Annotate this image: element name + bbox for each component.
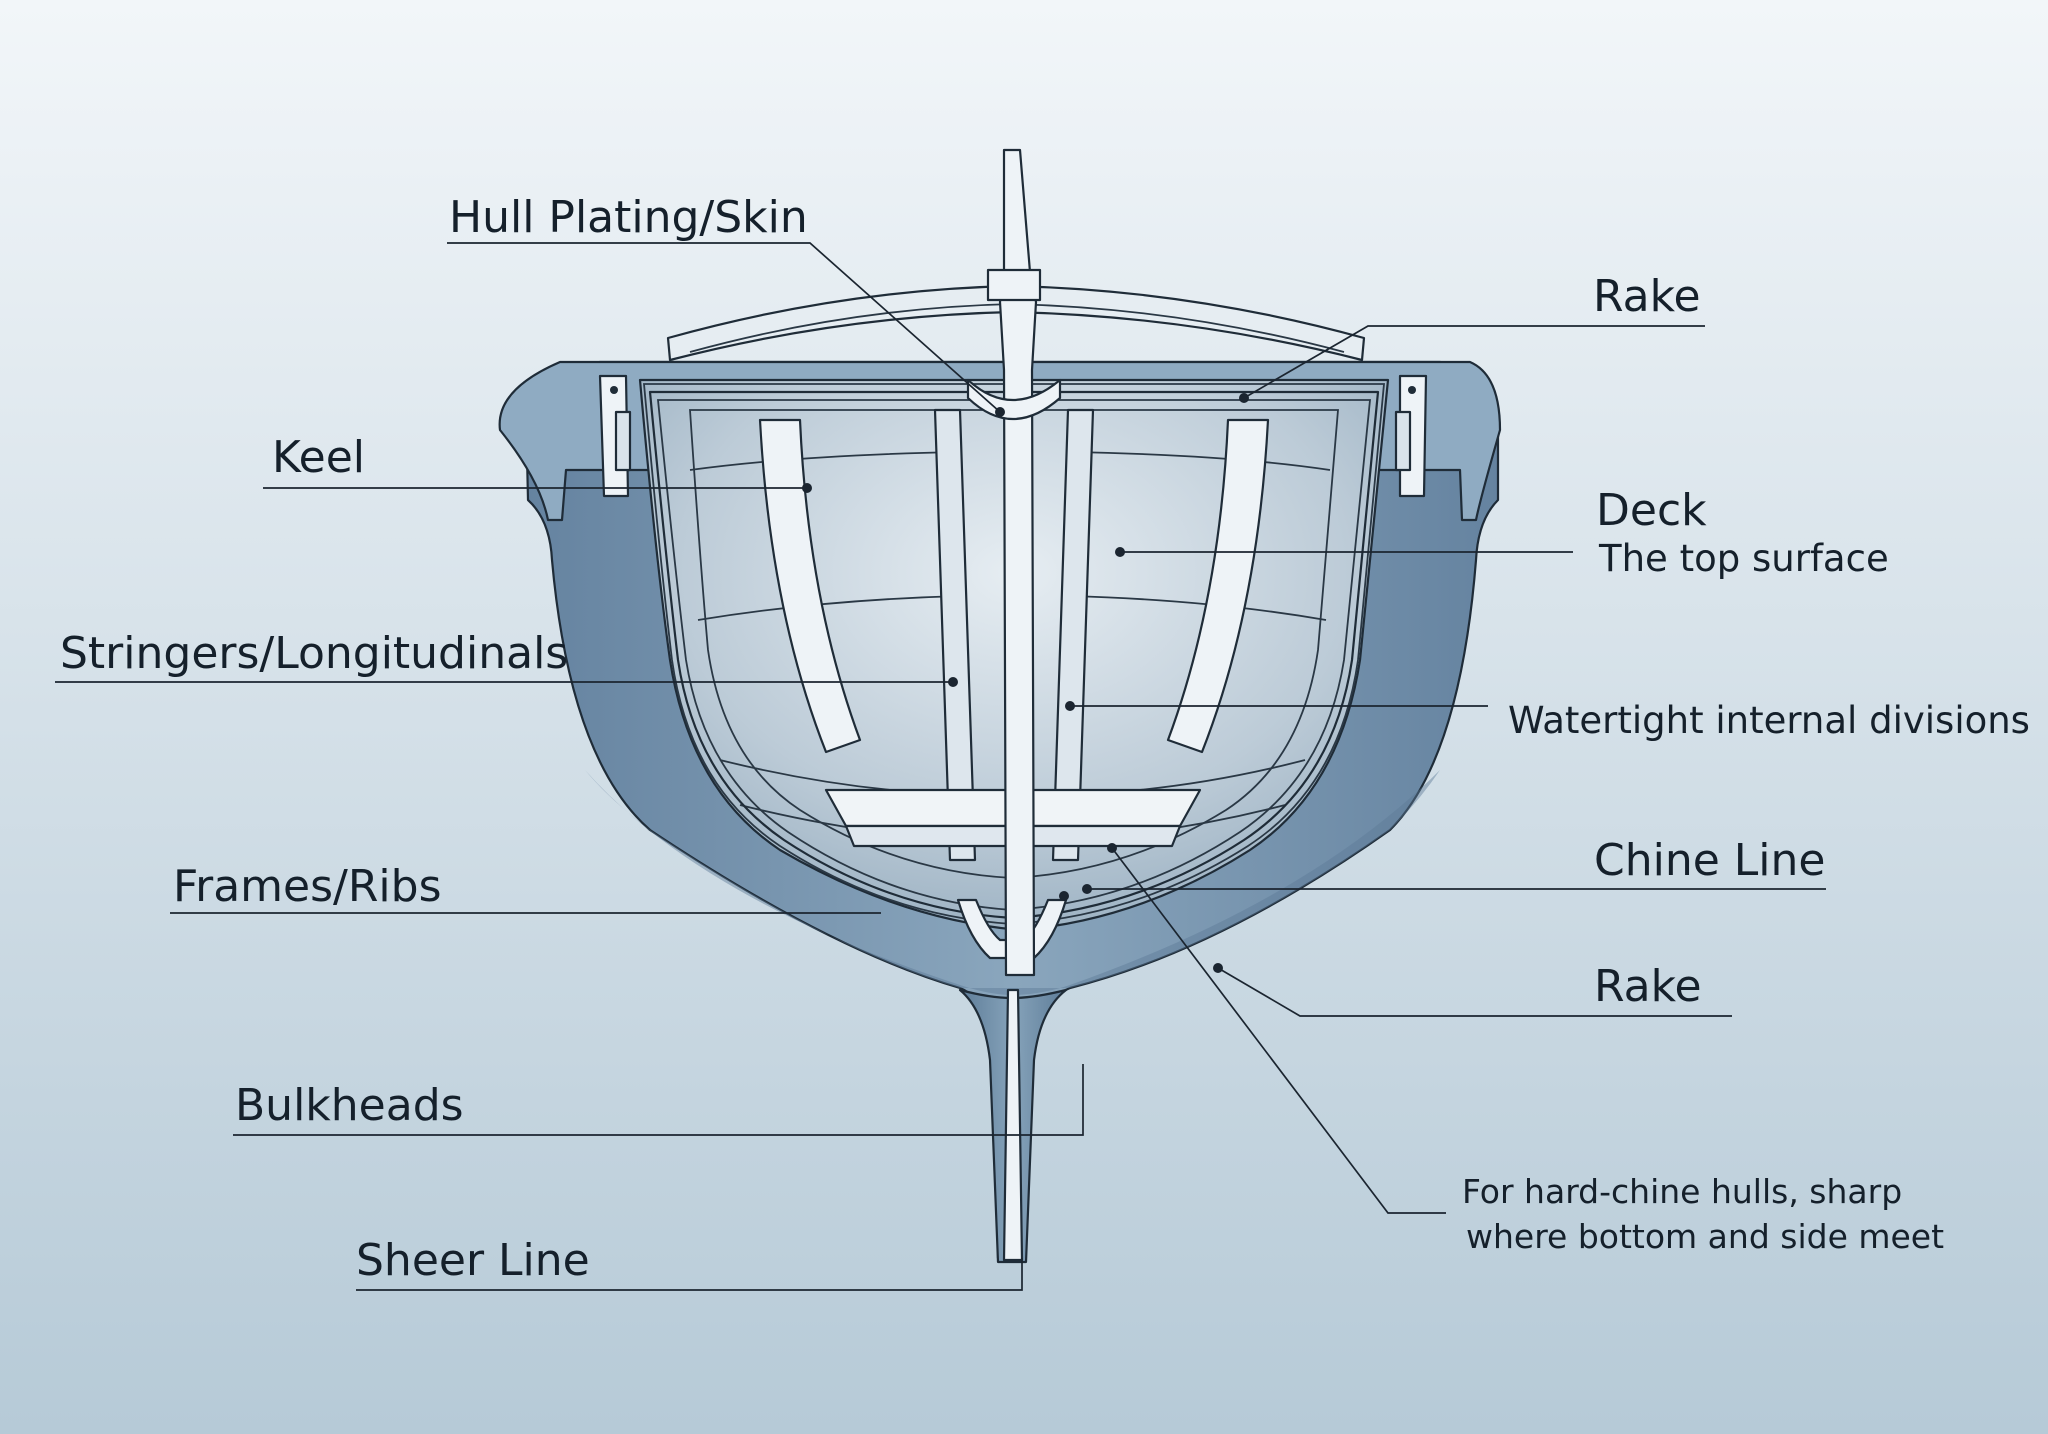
label-sheer-line: Sheer Line	[356, 1235, 590, 1286]
side-brackets	[598, 374, 1428, 498]
label-bulkheads: Bulkheads	[235, 1080, 464, 1131]
label-rake-top: Rake	[1593, 271, 1701, 322]
deck-arch	[666, 284, 1366, 362]
label-rake-bottom: Rake	[1594, 961, 1702, 1012]
label-stringers: Stringers/Longitudinals	[60, 628, 568, 679]
leader-lines	[55, 242, 1826, 1291]
label-deck-note: The top surface	[1598, 537, 1889, 580]
label-watertight-note: Watertight internal divisions	[1508, 699, 2030, 742]
hull-illustration	[498, 148, 1502, 1264]
label-keel: Keel	[272, 432, 365, 483]
label-deck: Deck	[1596, 485, 1707, 536]
frame-ribs	[758, 408, 1270, 862]
label-chine-line: Chine Line	[1594, 835, 1825, 886]
label-chine-note-line1: For hard-chine hulls, sharp	[1462, 1172, 1902, 1211]
labels: Hull Plating/Skin Rake Keel Deck The top…	[60, 192, 2030, 1286]
label-hull-plating: Hull Plating/Skin	[449, 192, 808, 243]
label-chine-note-line2: where bottom and side meet	[1466, 1217, 1944, 1256]
label-frames: Frames/Ribs	[173, 861, 442, 912]
